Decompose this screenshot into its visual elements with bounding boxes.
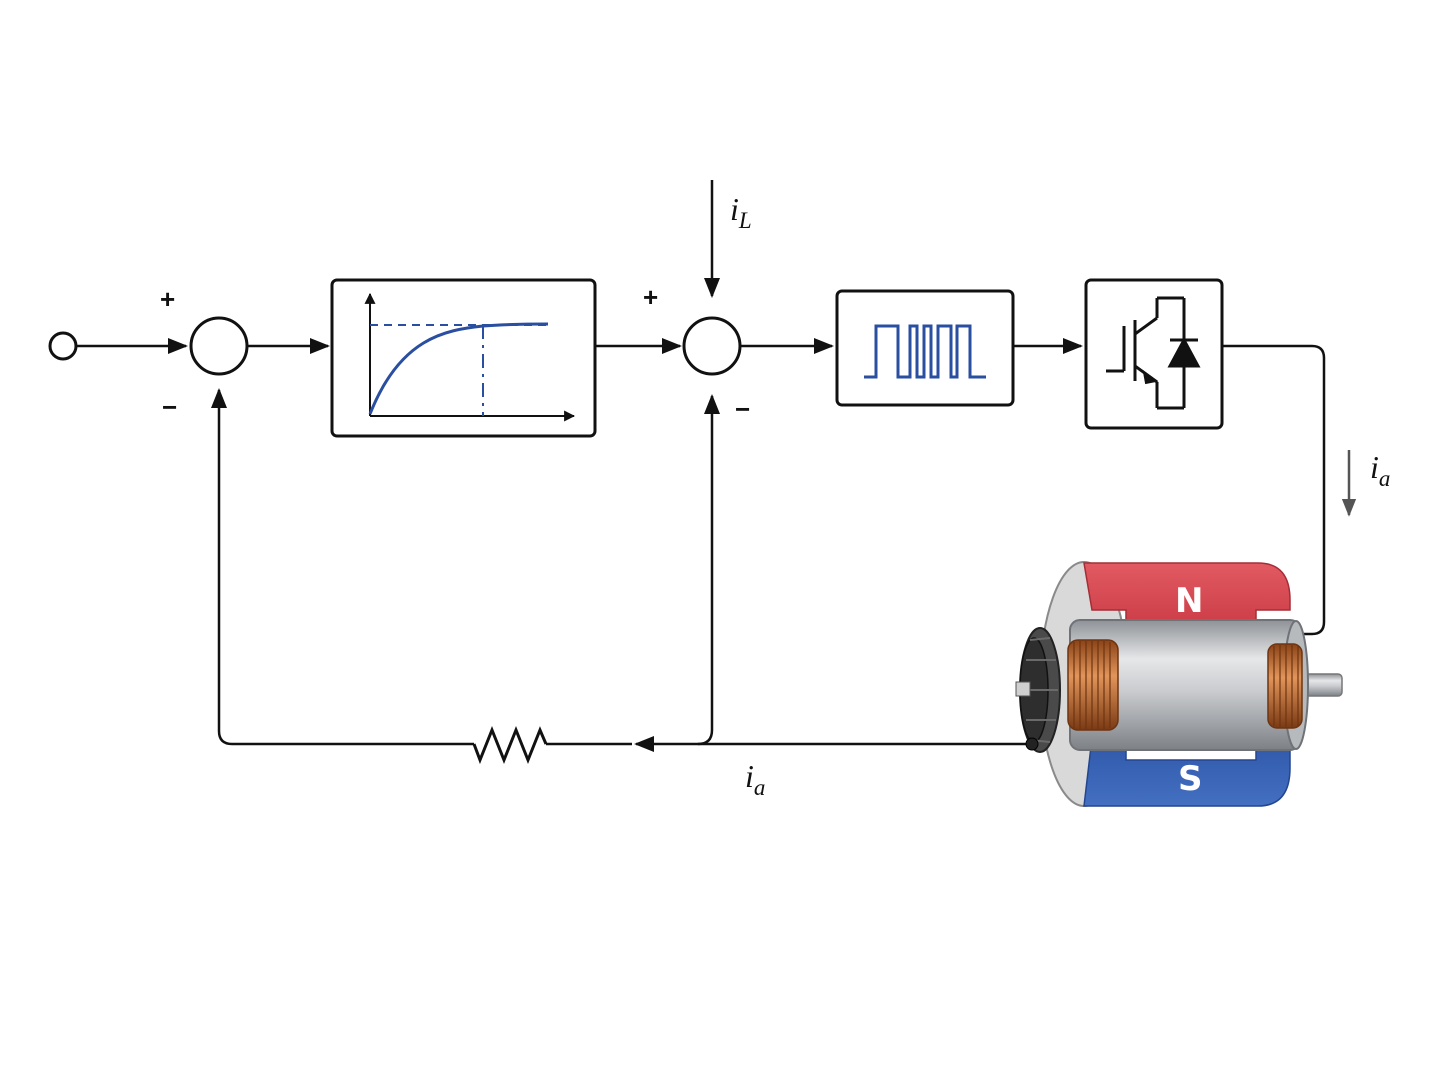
armature-current-label-bottom: ia bbox=[745, 758, 765, 800]
sum1-minus-sign: − bbox=[162, 392, 177, 422]
inverter-block bbox=[1084, 278, 1224, 430]
controller-block bbox=[330, 278, 597, 438]
dc-motor-icon: N S bbox=[1015, 561, 1343, 807]
sum1-plus-sign: + bbox=[160, 284, 175, 314]
north-pole-label: N bbox=[1175, 581, 1203, 621]
summing-junction-1 bbox=[189, 316, 249, 376]
sum2-plus-sign: + bbox=[643, 282, 658, 312]
load-current-label: iL bbox=[730, 191, 752, 233]
summing-junction-2 bbox=[682, 316, 742, 376]
step-response-icon bbox=[364, 292, 576, 422]
input-terminal bbox=[48, 331, 78, 361]
igbt-diode-icon bbox=[1106, 296, 1201, 410]
inverter-to-motor-wire bbox=[1222, 344, 1326, 636]
sum2-minus-sign: − bbox=[735, 394, 750, 424]
south-pole-label: S bbox=[1178, 759, 1203, 799]
inner-feedback-wire bbox=[697, 394, 720, 746]
resistor-icon bbox=[472, 725, 548, 765]
armature-current-label-right: ia bbox=[1370, 449, 1390, 491]
outer-feedback-wire bbox=[211, 388, 474, 746]
pwm-waveform-icon bbox=[864, 324, 986, 379]
